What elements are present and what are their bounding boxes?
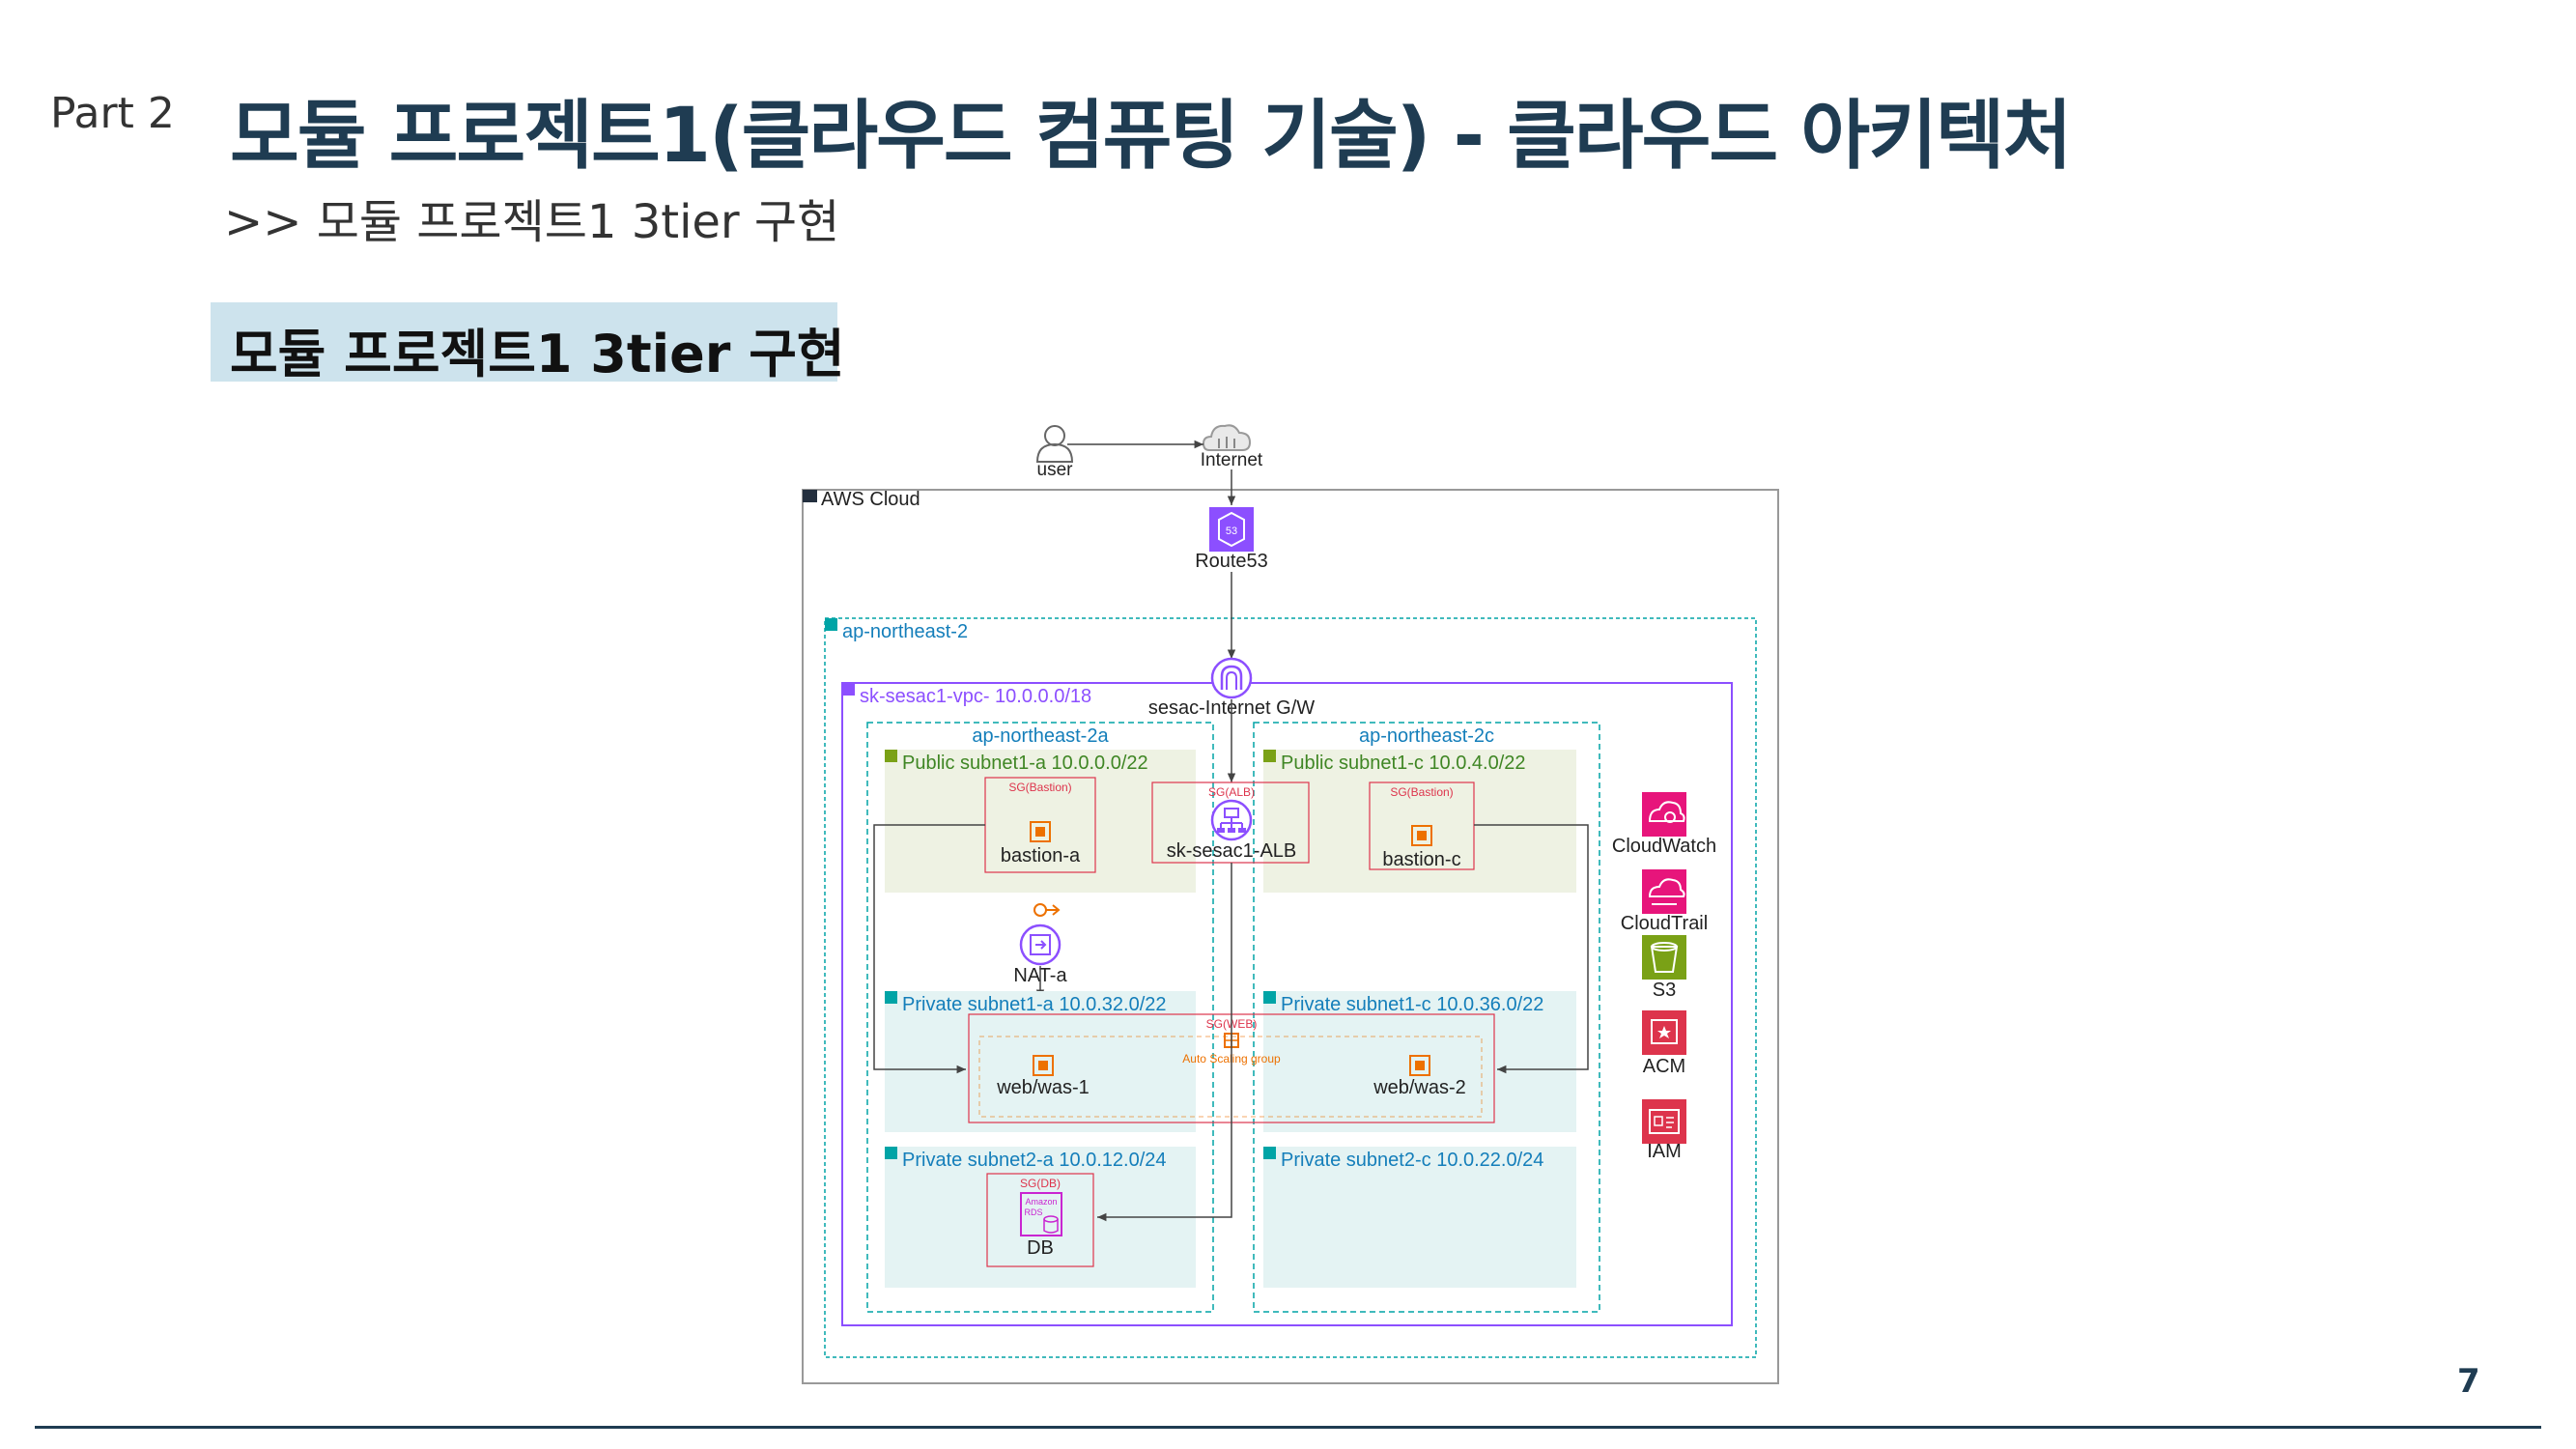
iam-icon — [1642, 1099, 1686, 1144]
route53-label: Route53 — [1195, 551, 1268, 572]
svg-text:Amazon: Amazon — [1025, 1197, 1057, 1207]
az-c-label: ap-northeast-2c — [1359, 725, 1494, 747]
s3-icon — [1642, 935, 1686, 980]
web1-icon — [1033, 1055, 1054, 1076]
private-subnet1-c-label: Private subnet1-c 10.0.36.0/22 — [1281, 994, 1543, 1015]
public-subnet-c-icon — [1263, 750, 1276, 762]
section-label: 모듈 프로젝트1 3tier 구현 — [230, 324, 845, 384]
sg-alb — [1151, 781, 1310, 864]
vpc-icon — [842, 683, 855, 696]
private-subnet2-c-icon — [1263, 1147, 1276, 1159]
internet-gateway-icon — [1210, 657, 1253, 699]
s3-label: S3 — [1653, 980, 1676, 1001]
svg-text:53: 53 — [1226, 526, 1237, 537]
public-subnet-a-icon — [885, 750, 897, 762]
private-subnet1-c-icon — [1263, 991, 1276, 1004]
part-label: Part 2 — [50, 89, 175, 138]
iam-label: IAM — [1647, 1141, 1682, 1162]
sg-bastion-a-label: SG(Bastion) — [1008, 781, 1071, 794]
internet-label: Internet — [1201, 450, 1263, 470]
sg-db — [986, 1173, 1094, 1267]
bastion-a-icon — [1030, 821, 1051, 842]
sg-db-label: SG(DB) — [1020, 1177, 1061, 1190]
footer-divider — [35, 1426, 2541, 1429]
alb-web-connector — [1097, 863, 1232, 1222]
az-a-label: ap-northeast-2a — [972, 725, 1109, 747]
page-number: 7 — [2457, 1362, 2480, 1401]
db-label: DB — [1027, 1237, 1054, 1259]
sg-bastion-c — [1369, 781, 1475, 870]
az-a-group — [866, 722, 1214, 1313]
aws-cloud-label: AWS Cloud — [821, 489, 920, 510]
user-label: user — [1037, 460, 1074, 480]
rds-icon: Amazon RDS — [1020, 1192, 1062, 1236]
alb-label: sk-sesac1-ALB — [1167, 840, 1297, 862]
bastion-a-web-connector — [873, 824, 985, 1074]
region-icon — [825, 618, 837, 631]
bastion-a-label: bastion-a — [1001, 845, 1081, 867]
user-icon — [1035, 425, 1074, 463]
public-subnet-c-label: Public subnet1-c 10.0.4.0/22 — [1281, 753, 1526, 774]
bastion-c-web-connector — [1474, 824, 1589, 1074]
acm-icon — [1642, 1010, 1686, 1055]
load-balancer-icon — [1210, 799, 1253, 841]
vpc-group — [841, 682, 1733, 1326]
cloudwatch-label: CloudWatch — [1612, 836, 1716, 857]
az-c-group — [1253, 722, 1600, 1313]
svg-text:RDS: RDS — [1024, 1208, 1042, 1217]
page-subtitle: >> 모듈 프로젝트1 3tier 구현 — [224, 195, 840, 249]
private-subnet2-a-icon — [885, 1147, 897, 1159]
auto-scaling-group — [978, 1036, 1483, 1118]
private-subnet2-c-label: Private subnet2-c 10.0.22.0/24 — [1281, 1150, 1543, 1171]
region-group — [824, 617, 1757, 1358]
private-subnet2-a-label: Private subnet2-a 10.0.12.0/24 — [902, 1150, 1167, 1171]
bastion-c-label: bastion-c — [1382, 849, 1460, 870]
aws-cloud-icon — [803, 490, 817, 502]
public-subnet-a-label: Public subnet1-a 10.0.0.0/22 — [902, 753, 1148, 774]
architecture-diagram: user Internet AWS Cloud 53 Route53 ap-no… — [802, 424, 1779, 1384]
page-title: 모듈 프로젝트1(클라우드 컴퓨팅 기술) - 클라우드 아키텍처 — [230, 93, 2072, 180]
acm-label: ACM — [1643, 1056, 1685, 1077]
public-subnet-c — [1263, 750, 1576, 893]
internet-icon — [1202, 424, 1252, 451]
bastion-c-icon — [1411, 825, 1432, 846]
private-subnet1-a-icon — [885, 991, 897, 1004]
cloudtrail-icon — [1642, 869, 1686, 914]
web2-icon — [1409, 1055, 1430, 1076]
section-label-background — [211, 302, 837, 382]
nat-gateway-icon — [1019, 903, 1062, 966]
vpc-label: sk-sesac1-vpc- 10.0.0.0/18 — [860, 686, 1091, 707]
private-subnet1-a-label: Private subnet1-a 10.0.32.0/22 — [902, 994, 1167, 1015]
cloudwatch-icon — [1642, 792, 1686, 837]
route53-icon: 53 — [1209, 507, 1254, 552]
private-subnet2-c — [1263, 1147, 1576, 1288]
sg-alb-label: SG(ALB) — [1208, 785, 1255, 799]
aws-cloud-group — [802, 489, 1779, 1384]
region-label: ap-northeast-2 — [842, 621, 968, 642]
web1-label: web/was-1 — [996, 1077, 1090, 1098]
cloudtrail-label: CloudTrail — [1621, 913, 1708, 934]
sg-bastion-c-label: SG(Bastion) — [1390, 785, 1453, 799]
web2-label: web/was-2 — [1373, 1077, 1466, 1098]
